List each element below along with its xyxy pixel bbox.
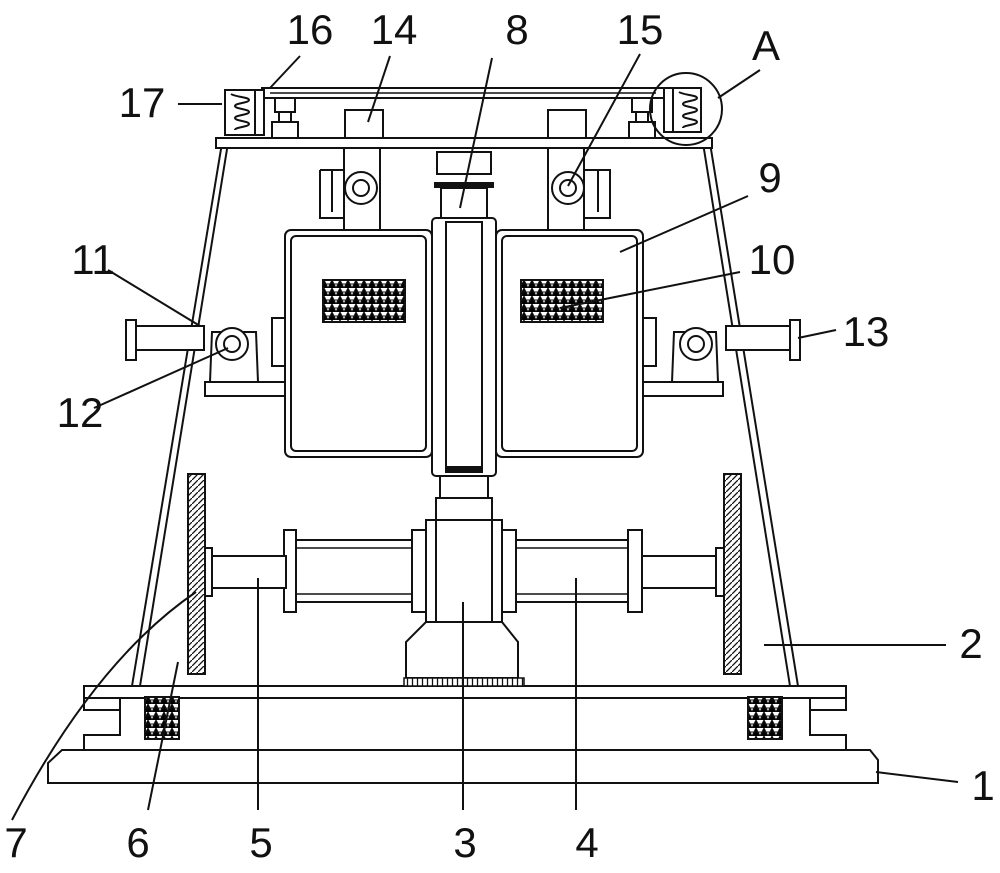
label-13: 13 xyxy=(843,308,890,355)
upper-base-plate xyxy=(83,685,847,750)
label-8: 8 xyxy=(505,6,528,53)
label-15: 15 xyxy=(617,6,664,53)
label-6: 6 xyxy=(126,819,149,866)
damping-blocks xyxy=(144,696,783,740)
leader-lines xyxy=(11,53,959,821)
label-10: 10 xyxy=(749,236,796,283)
label-3: 3 xyxy=(453,819,476,866)
label-11: 11 xyxy=(71,236,115,283)
cylinders xyxy=(203,529,725,613)
top-bar xyxy=(261,87,665,139)
label-1: 1 xyxy=(971,762,994,809)
label-14: 14 xyxy=(371,6,418,53)
central-column xyxy=(431,151,497,521)
label-5: 5 xyxy=(249,819,272,866)
side-mounts xyxy=(125,317,801,397)
top-springs xyxy=(224,72,723,146)
label-a: A xyxy=(752,22,780,69)
label-7: 7 xyxy=(4,819,27,866)
callout-labels: 1 2 3 4 5 6 7 8 9 10 11 12 13 14 15 16 1… xyxy=(4,6,994,866)
mesh-windows xyxy=(322,279,604,323)
label-4: 4 xyxy=(575,819,598,866)
label-16: 16 xyxy=(287,6,334,53)
label-12: 12 xyxy=(57,389,104,436)
label-9: 9 xyxy=(758,154,781,201)
housing xyxy=(131,142,799,687)
hatched-side-plates xyxy=(187,473,742,675)
label-2: 2 xyxy=(959,620,982,667)
label-17: 17 xyxy=(119,79,166,126)
detail-a-circle xyxy=(649,72,723,146)
top-plate xyxy=(215,109,713,149)
